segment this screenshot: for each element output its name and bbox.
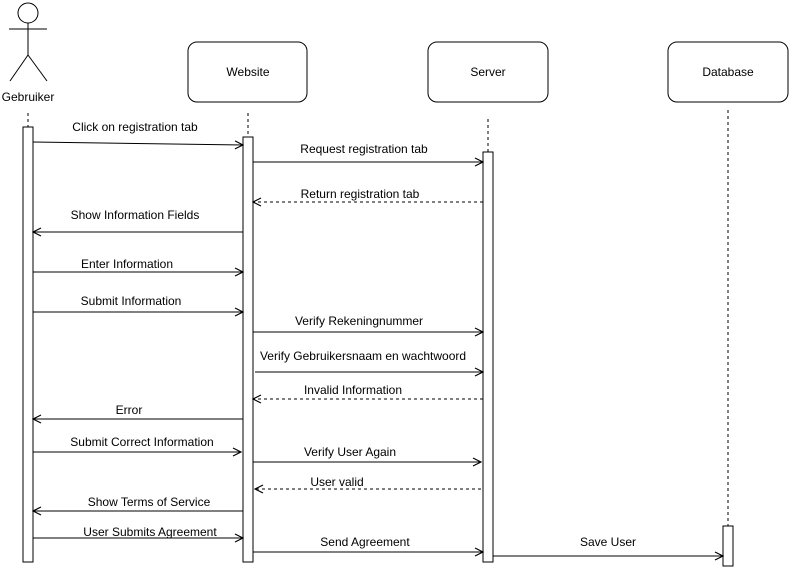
message-click-registration-tab[interactable]: Click on registration tab	[32, 120, 243, 145]
message-show-terms-of-service[interactable]: Show Terms of Service	[33, 495, 243, 511]
message-label: Save User	[580, 535, 636, 549]
message-label: Error	[116, 403, 143, 417]
message-label: Click on registration tab	[72, 120, 198, 134]
message-label: Show Information Fields	[71, 208, 200, 222]
message-label: Show Terms of Service	[88, 495, 211, 509]
participant-database[interactable]: Database	[667, 41, 789, 103]
message-label: Request registration tab	[300, 142, 428, 156]
participant-label: Website	[226, 65, 269, 79]
message-label: User Submits Agreement	[83, 525, 217, 539]
message-label: Send Agreement	[320, 535, 410, 549]
message-label: Verify Rekeningnummer	[295, 314, 423, 328]
activation-bar-website	[242, 136, 254, 563]
activation-bar-server	[482, 151, 494, 563]
message-label: Return registration tab	[301, 187, 420, 201]
message-save-user[interactable]: Save User	[493, 535, 723, 556]
message-show-information-fields[interactable]: Show Information Fields	[33, 208, 243, 232]
message-invalid-information[interactable]: Invalid Information	[253, 383, 483, 399]
message-label: Verify Gebruikersnaam en wachtwoord	[260, 349, 466, 363]
participant-website[interactable]: Website	[187, 41, 308, 103]
activation-bar-database	[722, 525, 734, 567]
participant-label: Database	[702, 65, 754, 79]
message-send-agreement[interactable]: Send Agreement	[253, 535, 483, 552]
actor-gebruiker[interactable]: Gebruiker	[2, 2, 55, 104]
message-user-submits-agreement[interactable]: User Submits Agreement	[33, 525, 243, 539]
participant-server[interactable]: Server	[427, 41, 549, 103]
message-label: Invalid Information	[304, 383, 402, 397]
message-submit-correct-information[interactable]: Submit Correct Information	[33, 435, 241, 452]
message-verify-user-again[interactable]: Verify User Again	[253, 445, 481, 462]
message-submit-information[interactable]: Submit Information	[33, 294, 243, 312]
message-label: Enter Information	[81, 257, 173, 271]
message-verify-gebruikersnaam[interactable]: Verify Gebruikersnaam en wachtwoord	[255, 349, 483, 372]
participant-label: Server	[470, 65, 505, 79]
stick-figure-icon	[9, 2, 48, 82]
message-error[interactable]: Error	[33, 403, 243, 419]
message-label: User valid	[310, 475, 363, 489]
message-verify-rekeningnummer[interactable]: Verify Rekeningnummer	[253, 314, 483, 332]
actor-label: Gebruiker	[2, 90, 55, 104]
message-label: Submit Information	[81, 294, 182, 308]
message-label: Verify User Again	[304, 445, 396, 459]
message-return-registration-tab[interactable]: Return registration tab	[253, 187, 483, 202]
activation-bar-gebruiker	[22, 126, 34, 563]
message-user-valid[interactable]: User valid	[255, 475, 481, 489]
message-label: Submit Correct Information	[70, 435, 213, 449]
message-enter-information[interactable]: Enter Information	[33, 257, 243, 272]
message-request-registration-tab[interactable]: Request registration tab	[253, 142, 483, 162]
